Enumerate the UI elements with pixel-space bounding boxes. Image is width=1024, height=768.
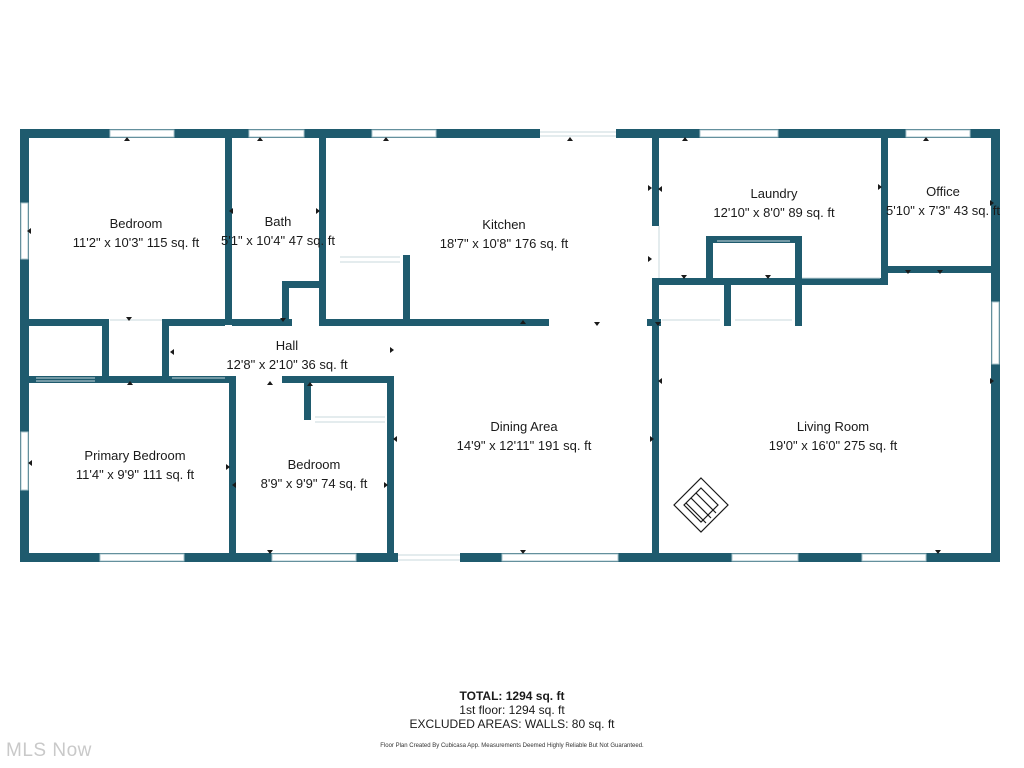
room-dims: 11'2" x 10'3" 115 sq. ft — [72, 235, 200, 250]
room-name: Primary Bedroom — [84, 448, 186, 463]
room-name: Living Room — [796, 419, 870, 434]
area-summary: TOTAL: 1294 sq. ft 1st floor: 1294 sq. f… — [0, 689, 1024, 731]
room-label-bedroom-small: Bedroom 8'9" x 9'9" 74 sq. ft — [261, 455, 368, 493]
room-label-office: Office 5'10" x 7'3" 43 sq. ft — [886, 182, 1000, 220]
room-name: Bedroom — [109, 216, 163, 231]
room-dims: 12'8" x 2'10" 36 sq. ft — [226, 357, 348, 372]
openings — [36, 131, 880, 561]
room-name: Dining Area — [490, 419, 558, 434]
room-dims: 12'10" x 8'0" 89 sq. ft — [713, 205, 835, 220]
room-label-laundry: Laundry 12'10" x 8'0" 89 sq. ft — [713, 184, 834, 222]
door-markers — [27, 137, 994, 554]
walls — [20, 129, 1000, 562]
room-dims: 18'7" x 10'8" 176 sq. ft — [439, 236, 569, 251]
floor-area: 1st floor: 1294 sq. ft — [459, 703, 565, 717]
credit-note: Floor Plan Created By Cubicasa App. Meas… — [380, 743, 644, 749]
room-label-living-room: Living Room 19'0" x 16'0" 275 sq. ft — [769, 417, 897, 455]
room-dims: 5'1" x 10'4" 47 sq. ft — [221, 233, 335, 248]
room-name: Kitchen — [482, 217, 526, 232]
excluded-area: EXCLUDED AREAS: WALLS: 80 sq. ft — [409, 717, 615, 731]
room-label-bedroom: Bedroom 11'2" x 10'3" 115 sq. ft — [73, 214, 199, 252]
room-label-bath: Bath 5'1" x 10'4" 47 sq. ft — [221, 212, 335, 250]
windows — [20, 129, 1000, 562]
room-name: Laundry — [750, 186, 798, 201]
room-name: Office — [926, 184, 960, 199]
brand-logo: MLS Now — [6, 740, 92, 761]
room-dims: 14'9" x 12'11" 191 sq. ft — [456, 438, 592, 453]
room-name: Bath — [264, 214, 292, 229]
room-dims: 11'4" x 9'9" 111 sq. ft — [75, 467, 195, 482]
room-label-primary-bedroom: Primary Bedroom 11'4" x 9'9" 111 sq. ft — [76, 446, 194, 484]
room-name: Hall — [275, 338, 299, 353]
room-name: Bedroom — [287, 457, 341, 472]
room-label-hall: Hall 12'8" x 2'10" 36 sq. ft — [226, 336, 347, 374]
room-dims: 8'9" x 9'9" 74 sq. ft — [260, 476, 368, 491]
room-label-kitchen: Kitchen 18'7" x 10'8" 176 sq. ft — [440, 215, 568, 253]
room-dims: 19'0" x 16'0" 275 sq. ft — [768, 438, 898, 453]
total-area: TOTAL: 1294 sq. ft — [459, 689, 565, 703]
fireplace-icon — [673, 477, 729, 533]
room-label-dining-area: Dining Area 14'9" x 12'11" 191 sq. ft — [457, 417, 592, 455]
room-dims: 5'10" x 7'3" 43 sq. ft — [886, 203, 1000, 218]
